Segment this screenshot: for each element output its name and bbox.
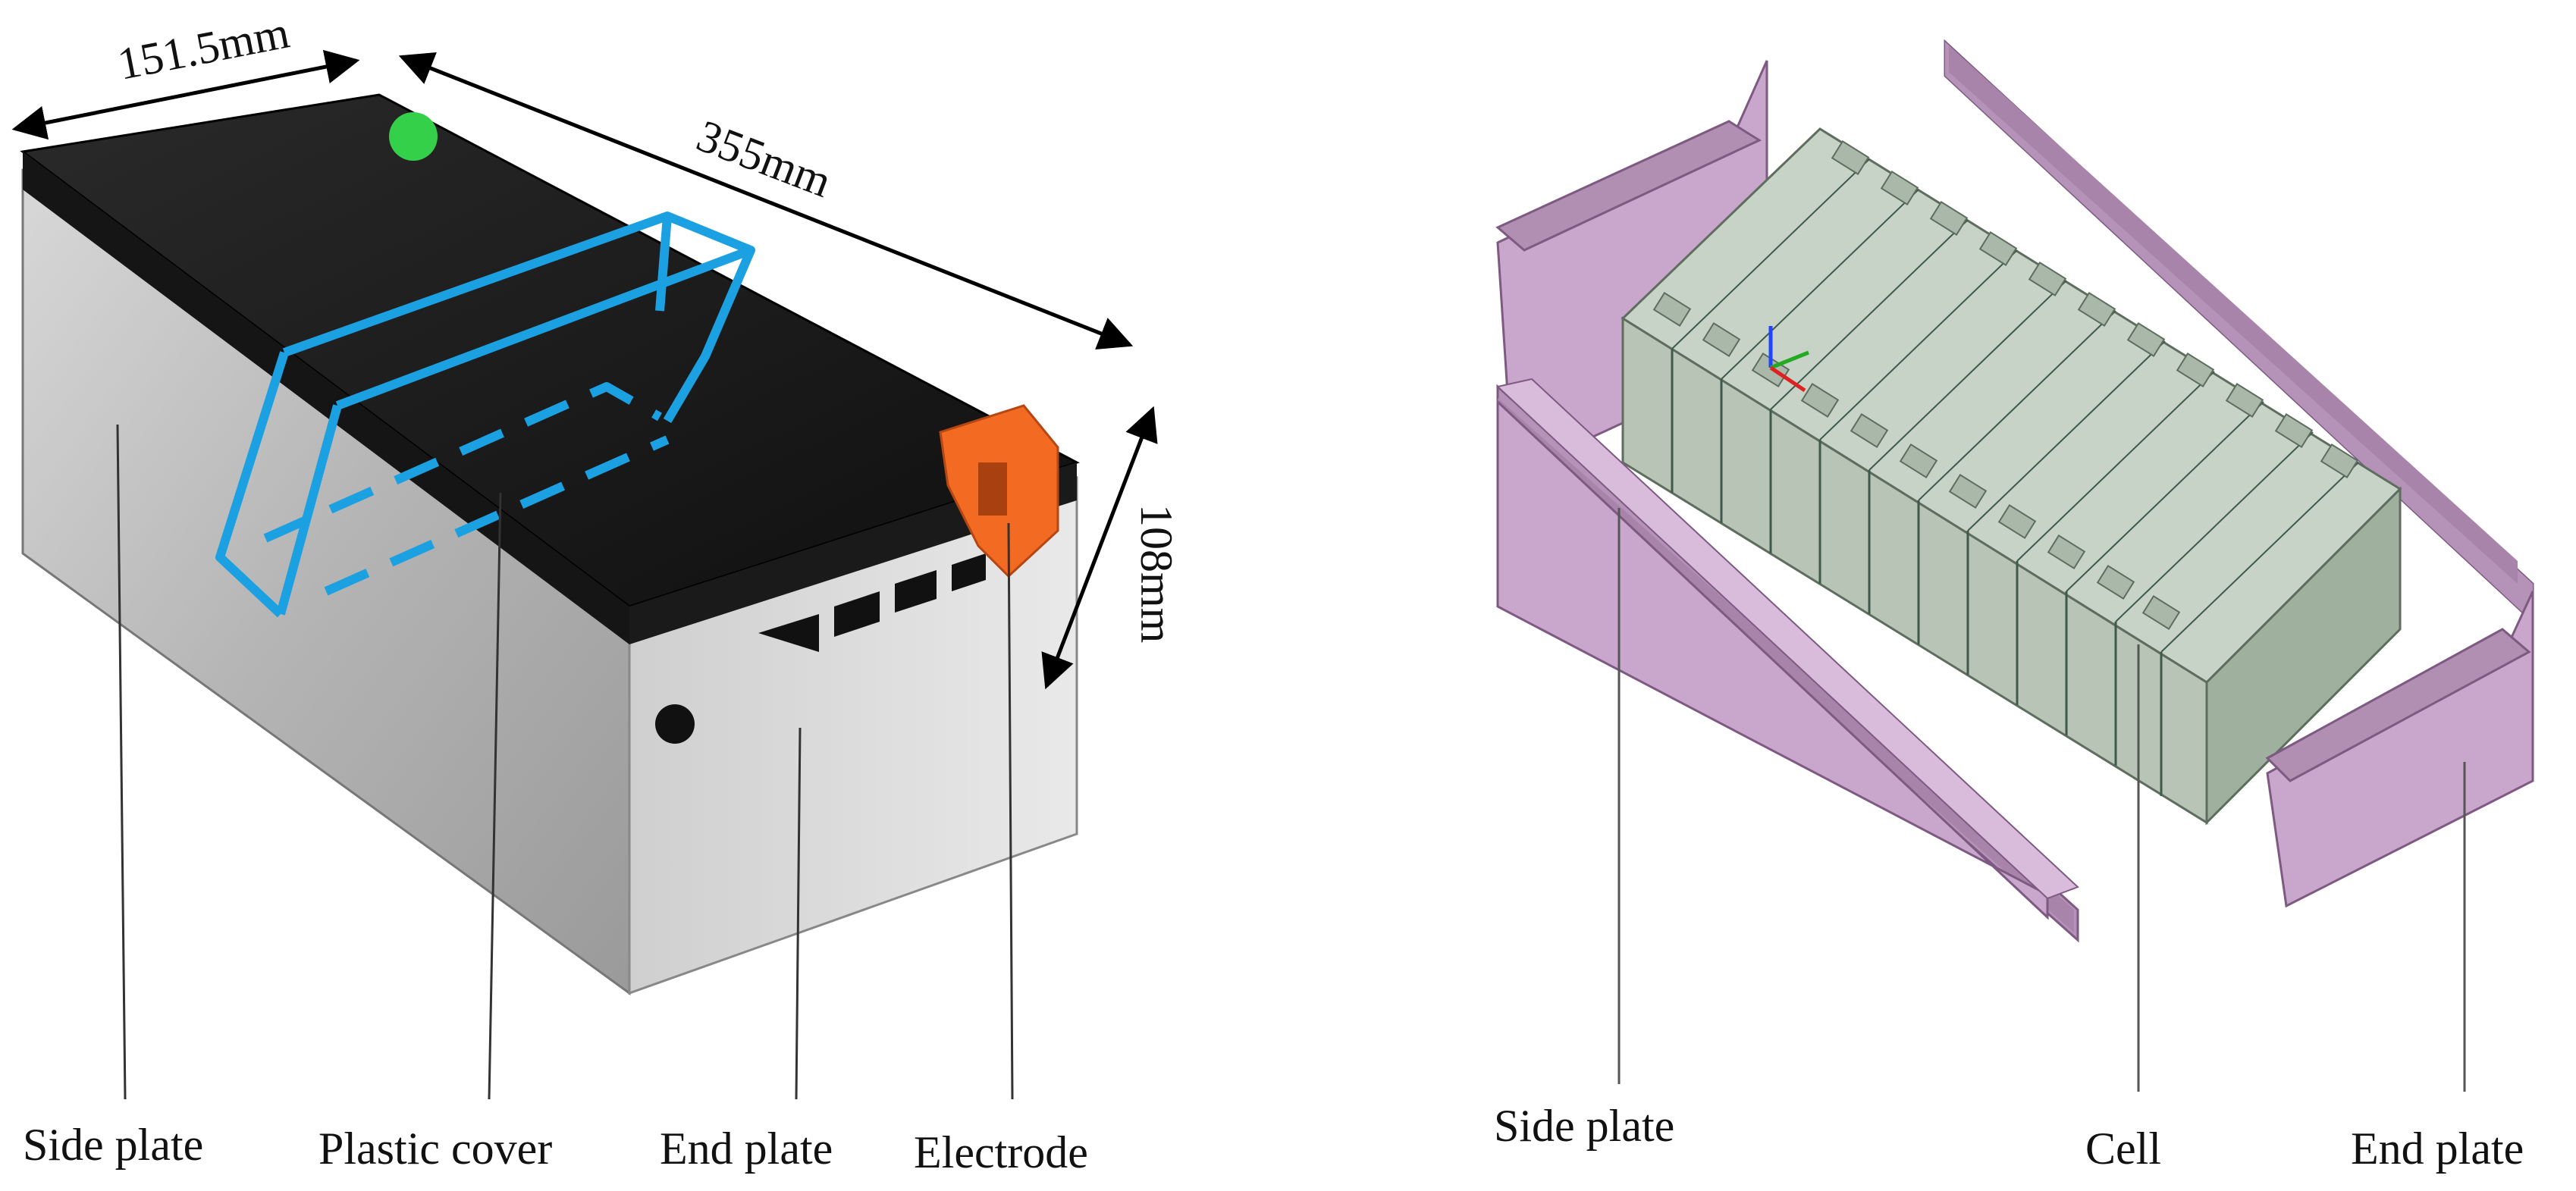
leader-electrode	[1007, 522, 1014, 1100]
label-end-plate: End plate	[660, 1124, 833, 1174]
electrode-slot	[978, 462, 1007, 516]
length-dimension: 355mm	[690, 111, 838, 207]
label-side-plate: Side plate	[23, 1120, 203, 1170]
coordinate-axes-icon	[1768, 326, 1809, 393]
end-plate-cutout	[952, 553, 986, 591]
label-cell: Cell	[2085, 1124, 2161, 1174]
height-arrow	[1041, 406, 1158, 690]
back-side-plate-panel	[1949, 45, 2518, 584]
cell-dividers	[1671, 349, 2163, 796]
cad-exploded-model: Side plate Cell End plate	[1494, 39, 2534, 1174]
label-side-plate-cad: Side plate	[1494, 1101, 1674, 1151]
front-end-plate-top	[2265, 628, 2531, 782]
label-electrode: Electrode	[914, 1127, 1088, 1177]
back-end-plate-top	[1495, 120, 1762, 252]
cell-top-lines	[1671, 158, 2359, 653]
end-plate-hole	[655, 704, 695, 744]
end-plate-cutout	[895, 570, 937, 613]
front-side-plate-body	[1498, 398, 2074, 932]
label-end-plate-cad: End plate	[2351, 1124, 2524, 1174]
leader-end-plate	[795, 727, 802, 1100]
cell-terminals	[1652, 139, 2359, 631]
end-plate-cutout	[834, 591, 880, 637]
width-arrow	[11, 49, 360, 140]
length-arrow	[398, 52, 1134, 350]
label-plastic-cover: Plastic cover	[318, 1124, 552, 1174]
cell-block-end	[2205, 486, 2402, 826]
sticker	[389, 112, 438, 161]
physical-module: 151.5mm 355mm 108mm Side plate Plastic c…	[11, 7, 1181, 1177]
front-side-plate-top	[1495, 378, 2079, 900]
leader-plastic-cover	[488, 492, 502, 1100]
end-plate-cutout	[758, 614, 819, 652]
height-dimension: 108mm	[1131, 504, 1181, 643]
leader-side-plate	[116, 424, 127, 1100]
